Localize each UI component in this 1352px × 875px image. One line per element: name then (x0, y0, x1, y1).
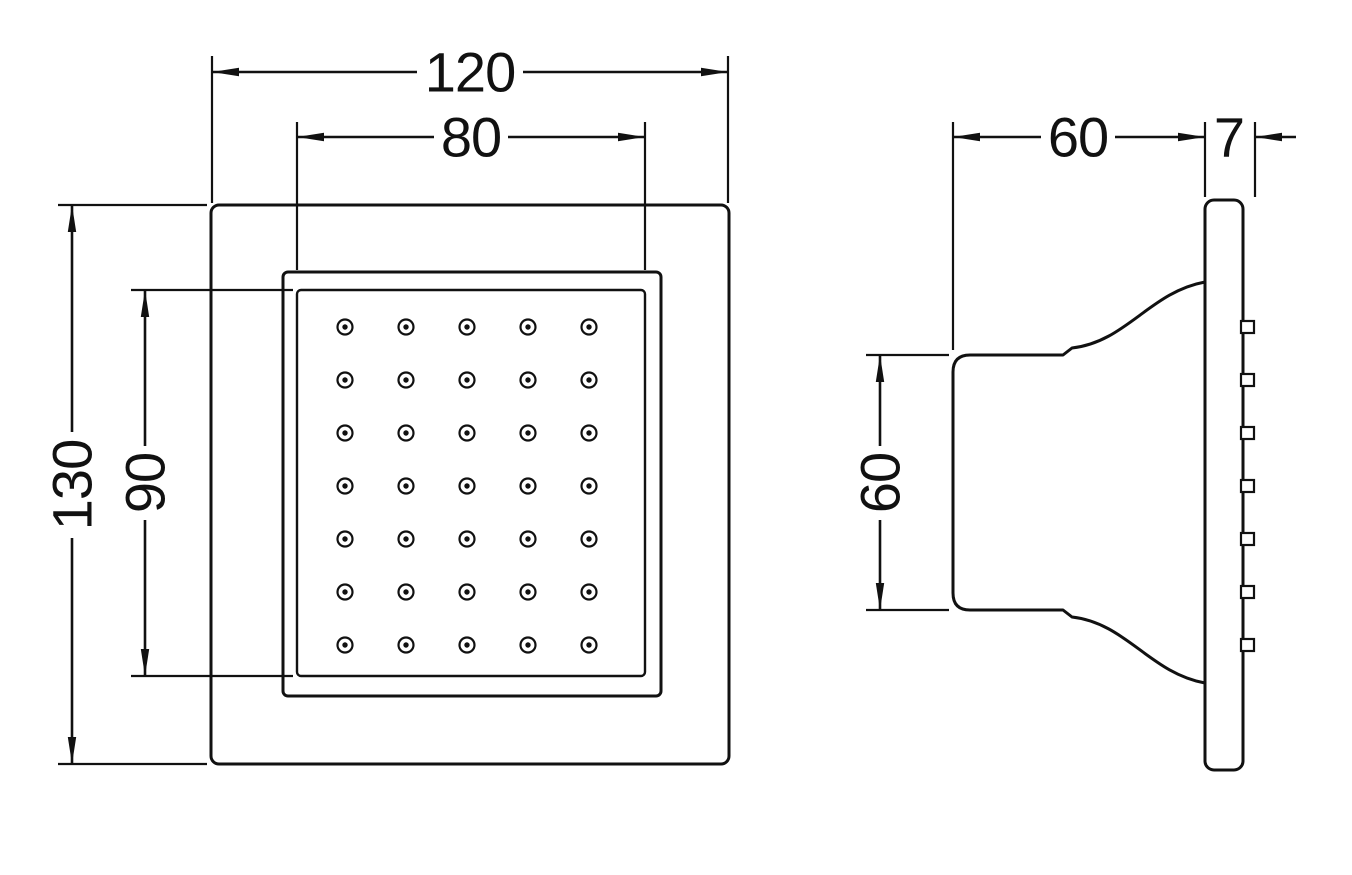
spray-plate (1203, 198, 1245, 772)
nozzle-center-dot (342, 324, 348, 330)
nozzle-center-dot (586, 536, 592, 542)
nozzle-center-dot (525, 642, 531, 648)
nozzle-bump (1239, 584, 1256, 600)
dim-label-overall-width: 120 (425, 41, 515, 104)
nozzle-center-dot (525, 377, 531, 383)
nozzle-center-dot (464, 324, 470, 330)
nozzle-center-dot (525, 324, 531, 330)
dim-overall-height: 130 (41, 203, 207, 766)
nozzle-center-dot (342, 642, 348, 648)
label-background (1041, 112, 1115, 162)
nozzle-center-dot (403, 430, 409, 436)
body-profile (951, 280, 1207, 685)
nozzle-center-dot (525, 430, 531, 436)
nozzle-center-dot (525, 589, 531, 595)
dim-face-height: 90 (114, 288, 293, 678)
nozzle-center-dot (586, 483, 592, 489)
nozzle-center-dot (586, 589, 592, 595)
label-background (417, 47, 523, 97)
nozzle-grid (336, 318, 598, 654)
nozzle-center-dot (586, 324, 592, 330)
side-view (951, 198, 1256, 772)
nozzle-center-dot (464, 430, 470, 436)
dim-depth: 60 (951, 106, 1207, 350)
dim-label-base-height: 60 (849, 453, 912, 513)
nozzle-center-dot (342, 483, 348, 489)
nozzle-center-dot (525, 483, 531, 489)
label-background (120, 446, 170, 520)
front-view (209, 203, 731, 766)
dim-label-depth: 60 (1048, 106, 1108, 169)
nozzle-center-dot (403, 642, 409, 648)
nozzle-bump (1239, 319, 1256, 335)
nozzle-center-dot (464, 483, 470, 489)
nozzle-center-dot (464, 589, 470, 595)
nozzle-center-dot (586, 642, 592, 648)
nozzle-center-dot (403, 377, 409, 383)
dim-overall-width: 120 (210, 41, 730, 203)
label-background (855, 446, 905, 520)
nozzle-center-dot (403, 536, 409, 542)
label-background (47, 432, 97, 538)
dim-plate-thickness: 7 (1214, 106, 1296, 197)
dim-label-plate-thickness: 7 (1214, 106, 1244, 169)
nozzle-center-dot (342, 536, 348, 542)
nozzle-bump (1239, 478, 1256, 494)
label-background (434, 112, 508, 162)
dim-label-face-width: 80 (441, 106, 501, 169)
nozzle-center-dot (342, 430, 348, 436)
dimensions: 120 80 130 90 (41, 41, 1296, 766)
nozzle-bump (1239, 425, 1256, 441)
dim-label-face-height: 90 (114, 453, 177, 513)
dim-face-width: 80 (295, 106, 647, 270)
nozzle-center-dot (342, 589, 348, 595)
nozzle-center-dot (525, 536, 531, 542)
nozzle-center-dot (403, 589, 409, 595)
nozzle-bumps (1239, 319, 1256, 653)
nozzle-center-dot (464, 377, 470, 383)
nozzle-center-dot (403, 483, 409, 489)
dim-label-overall-height: 130 (41, 440, 104, 530)
nozzle-bump (1239, 637, 1256, 653)
nozzle-bump (1239, 372, 1256, 388)
nozzle-center-dot (586, 377, 592, 383)
dim-base-height: 60 (849, 353, 949, 612)
nozzle-center-dot (586, 430, 592, 436)
nozzle-center-dot (464, 536, 470, 542)
nozzle-center-dot (342, 377, 348, 383)
nozzle-center-dot (464, 642, 470, 648)
nozzle-bump (1239, 531, 1256, 547)
nozzle-center-dot (403, 324, 409, 330)
